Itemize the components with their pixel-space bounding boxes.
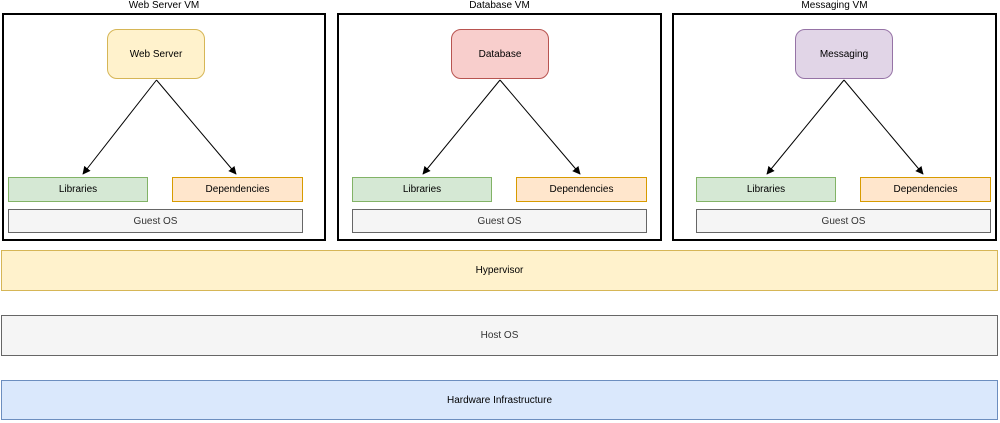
- dependencies-box: Dependencies: [172, 177, 303, 202]
- vm-title-messaging: Messaging VM: [801, 0, 868, 11]
- vm-title-database: Database VM: [469, 0, 530, 11]
- libraries-box: Libraries: [352, 177, 492, 202]
- vm-panel-web-server: Web Server Libraries Dependencies Guest …: [2, 13, 326, 241]
- libraries-box: Libraries: [8, 177, 148, 202]
- dependencies-box: Dependencies: [860, 177, 991, 202]
- guest-os-box: Guest OS: [696, 209, 991, 233]
- vm-panel-messaging: Messaging Libraries Dependencies Guest O…: [672, 13, 997, 241]
- guest-os-box: Guest OS: [8, 209, 303, 233]
- vm-panel-database: Database Libraries Dependencies Guest OS: [337, 13, 662, 241]
- app-node-database: Database: [451, 29, 549, 79]
- layer-hardware-infrastructure: Hardware Infrastructure: [1, 380, 998, 420]
- libraries-box: Libraries: [696, 177, 836, 202]
- app-node-web-server: Web Server: [107, 29, 205, 79]
- layer-hypervisor: Hypervisor: [1, 250, 998, 291]
- app-node-messaging: Messaging: [795, 29, 893, 79]
- guest-os-box: Guest OS: [352, 209, 647, 233]
- layer-host-os: Host OS: [1, 315, 998, 356]
- dependencies-box: Dependencies: [516, 177, 647, 202]
- vm-title-web-server: Web Server VM: [128, 0, 200, 11]
